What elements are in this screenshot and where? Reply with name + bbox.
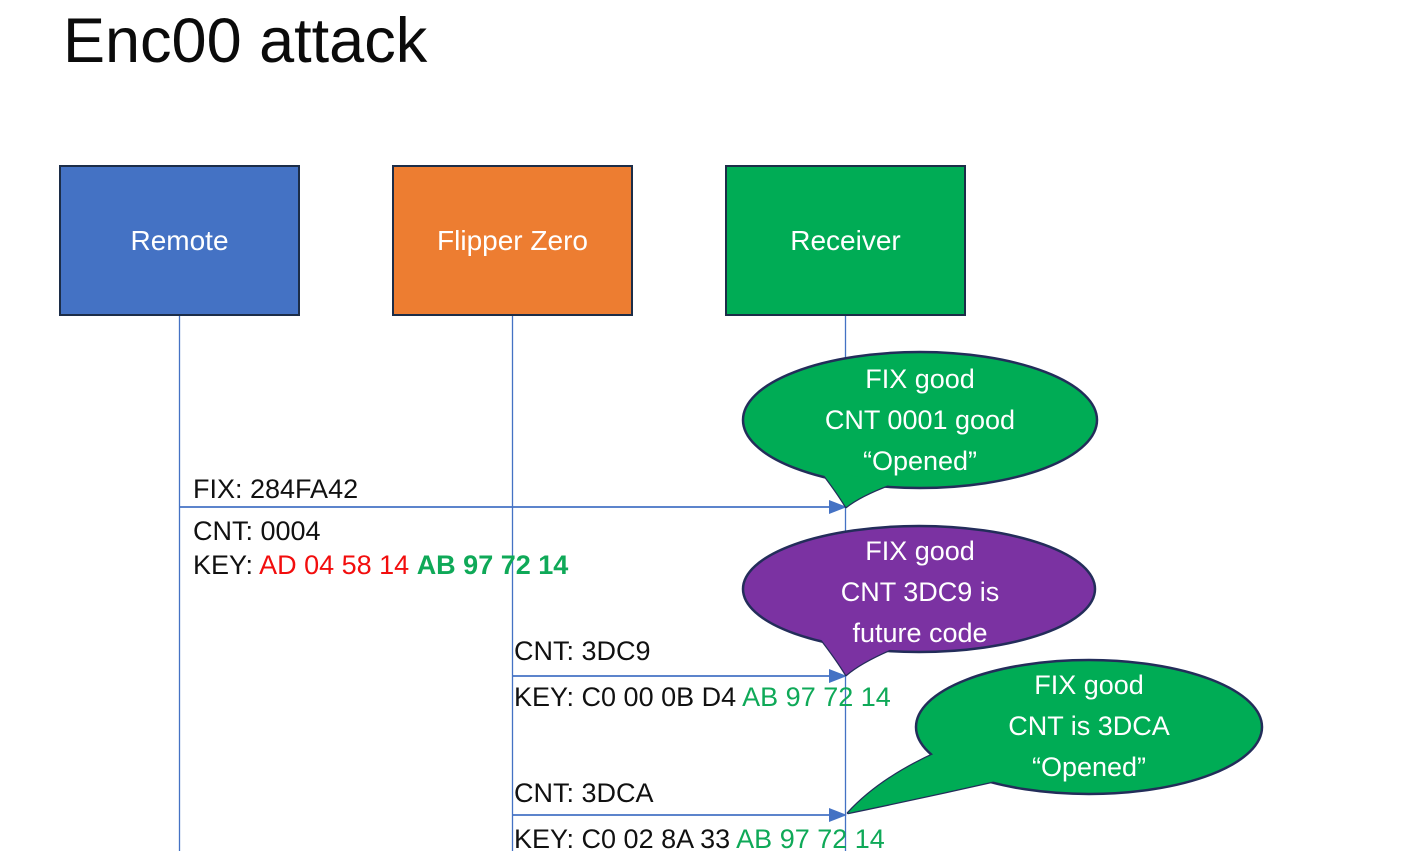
callout-line: “Opened”: [862, 446, 978, 476]
message-2-cnt-label: CNT: 3DC9: [514, 636, 651, 666]
message-2-key-label: KEY: C0 00 0B D4 AB 97 72 14: [514, 682, 891, 712]
slide-title: Enc00 attack: [63, 6, 428, 76]
actor-box-receiver: Receiver: [725, 165, 966, 316]
key-prefix: KEY:: [193, 550, 260, 580]
message-1-cnt-label: CNT: 0004: [193, 516, 321, 546]
actor-label-remote: Remote: [130, 224, 229, 256]
callout-line: FIX good: [865, 536, 975, 566]
message-1-fix-label: FIX: 284FA42: [193, 474, 359, 504]
callout-line: future code: [852, 618, 988, 648]
callout-line: CNT is 3DCA: [1008, 711, 1170, 741]
arrowhead-icon: [829, 808, 847, 822]
key-prefix: KEY: C0 02 8A 33: [514, 824, 737, 854]
key-hex-green: AB 97 72 14: [416, 550, 569, 580]
actor-box-flipper-zero: Flipper Zero: [392, 165, 633, 316]
callout-line: CNT 3DC9 is: [840, 577, 1000, 607]
callout-line: FIX good: [865, 364, 975, 394]
callout-1-text: FIX good CNT 0001 good “Opened”: [750, 359, 1090, 482]
actor-box-remote: Remote: [59, 165, 300, 316]
message-arrow-2: [512, 669, 847, 683]
key-hex-green: AB 97 72 14: [736, 824, 885, 854]
arrowhead-icon: [829, 500, 847, 514]
actor-label-receiver: Receiver: [790, 224, 901, 256]
callout-line: CNT 0001 good: [824, 405, 1016, 435]
arrowhead-icon: [829, 669, 847, 683]
callout-2-text: FIX good CNT 3DC9 is future code: [750, 531, 1090, 654]
message-arrow-3: [512, 808, 847, 822]
key-prefix: KEY: C0 00 0B D4: [514, 682, 743, 712]
callout-line: FIX good: [1034, 670, 1144, 700]
key-hex-red: AD 04 58 14: [259, 550, 417, 580]
message-1-key-label: KEY: AD 04 58 14 AB 97 72 14: [193, 550, 568, 580]
callout-bubble-2: [741, 524, 1097, 677]
message-arrow-1: [179, 500, 847, 514]
callout-bubble-3: [846, 658, 1264, 815]
callout-line: “Opened”: [1031, 752, 1147, 782]
actor-label-flipper-zero: Flipper Zero: [437, 224, 588, 256]
callout-3-text: FIX good CNT is 3DCA “Opened”: [919, 665, 1259, 788]
message-3-key-label: KEY: C0 02 8A 33 AB 97 72 14: [514, 824, 885, 854]
message-3-cnt-label: CNT: 3DCA: [514, 778, 654, 808]
callout-bubble-1: [741, 350, 1099, 509]
key-hex-green: AB 97 72 14: [742, 682, 891, 712]
